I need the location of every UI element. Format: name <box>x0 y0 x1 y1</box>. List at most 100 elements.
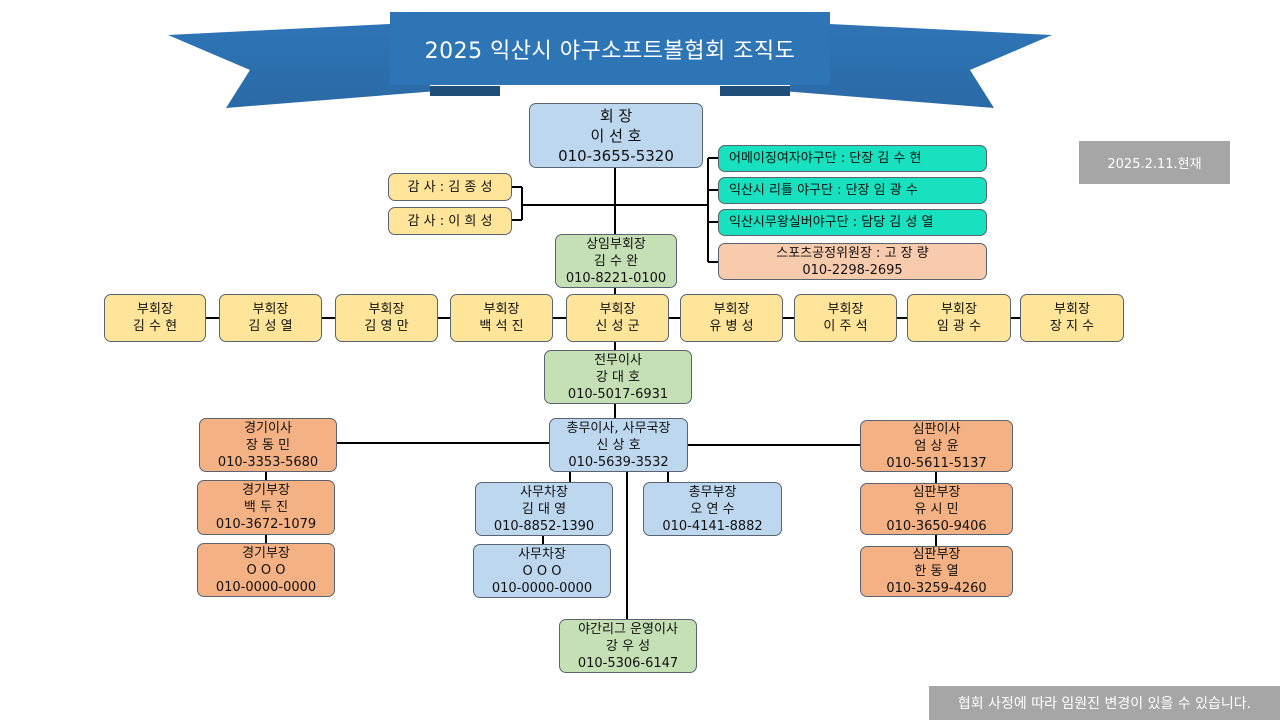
umpire-phone: 010-5611-5137 <box>886 455 987 471</box>
game-director-box: 경기이사 장 동 민 010-3353-5680 <box>199 418 337 472</box>
game-manager-box: 경기부장 백 두 진 010-3672-1079 <box>197 480 335 535</box>
office-name: 김 대 영 <box>521 501 567 517</box>
president-phone: 010-3655-5320 <box>558 146 674 165</box>
footer-note: 협회 사정에 따라 임원진 변경이 있을 수 있습니다. <box>929 686 1280 720</box>
umpire-name: 한 동 열 <box>914 564 959 579</box>
game-manager-box: 경기부장 O O O 010-0000-0000 <box>197 543 335 597</box>
vp-box: 부회장 유 병 성 <box>680 294 783 342</box>
team-box: 익산시무왕실버야구단 : 담당 김 성 열 <box>718 209 987 236</box>
senior-vp-name: 김 수 완 <box>593 253 639 269</box>
game-name: O O O <box>246 562 286 578</box>
banner-left-fold <box>430 86 500 96</box>
banner-right-fold <box>720 86 790 96</box>
vp-role: 부회장 <box>252 302 289 317</box>
vp-box: 부회장 김 영 만 <box>335 294 438 342</box>
auditor-label: 감 사 : 김 종 성 <box>407 179 493 195</box>
page-title: 2025 익산시 야구소프트볼협회 조직도 <box>424 38 796 64</box>
affairs-role: 총무부장 <box>688 484 737 500</box>
auditor-box: 감 사 : 이 희 성 <box>388 207 512 235</box>
vp-name: 임 광 수 <box>936 319 982 334</box>
vp-box: 부회장 백 석 진 <box>450 294 553 342</box>
affairs-phone: 010-4141-8882 <box>662 518 763 534</box>
umpire-phone: 010-3259-4260 <box>886 581 987 596</box>
vp-box: 부회장 장 지 수 <box>1020 294 1124 342</box>
banner-center <box>390 12 830 85</box>
vp-box: 부회장 신 성 군 <box>566 294 669 342</box>
fairness-committee-box: 스포츠공정위원장 : 고 장 량 010-2298-2695 <box>718 243 987 280</box>
vp-name: 김 수 현 <box>132 319 178 334</box>
office-phone: 010-8852-1390 <box>493 518 595 534</box>
umpire-manager-box: 심판부장 한 동 열 010-3259-4260 <box>860 546 1013 597</box>
fairness-phone: 010-2298-2695 <box>802 262 903 278</box>
team-label: 익산시무왕실버야구단 : 담당 김 성 열 <box>729 215 934 230</box>
game-role: 경기이사 <box>244 420 292 436</box>
affairs-name: 오 연 수 <box>690 501 735 517</box>
vp-role: 부회장 <box>713 302 750 317</box>
auditor-label: 감 사 : 이 희 성 <box>407 213 493 229</box>
vp-name: 유 병 성 <box>709 319 754 334</box>
team-box: 어메이징여자야구단 : 단장 김 수 현 <box>718 145 987 172</box>
senior-vp-box: 상임부회장 김 수 완 010-8221-0100 <box>555 234 677 288</box>
vp-name: 신 성 군 <box>595 319 640 334</box>
umpire-manager-box: 심판부장 유 시 민 010-3650-9406 <box>860 483 1013 535</box>
umpire-name: 엄 상 윤 <box>914 438 959 454</box>
vp-role: 부회장 <box>1054 302 1090 317</box>
umpire-role: 심판부장 <box>912 547 961 562</box>
executive-phone: 010-5017-6931 <box>567 386 669 402</box>
vp-name: 장 지 수 <box>1049 319 1095 334</box>
game-phone: 010-3353-5680 <box>217 454 319 470</box>
vp-role: 부회장 <box>941 302 977 317</box>
president-role: 회 장 <box>599 106 633 125</box>
umpire-director-box: 심판이사 엄 상 윤 010-5611-5137 <box>860 420 1013 472</box>
date-badge: 2025.2.11.현재 <box>1079 141 1230 184</box>
vp-box: 부회장 김 성 열 <box>219 294 322 342</box>
affairs-manager-box: 총무부장 오 연 수 010-4141-8882 <box>643 482 782 536</box>
general-name: 신 상 호 <box>596 437 641 453</box>
vp-box: 부회장 이 주 석 <box>794 294 897 342</box>
team-box: 익산시 리틀 야구단 : 단장 임 광 수 <box>718 177 987 204</box>
auditor-box: 감 사 : 김 종 성 <box>388 173 512 201</box>
vp-box: 부회장 김 수 현 <box>104 294 206 342</box>
game-phone: 010-3672-1079 <box>215 517 317 532</box>
game-role: 경기부장 <box>242 545 290 561</box>
office-phone: 010-0000-0000 <box>491 580 593 596</box>
vp-name: 이 주 석 <box>823 319 868 334</box>
night-league-box: 야간리그 운영이사 강 우 성 010-5306-6147 <box>559 619 697 673</box>
umpire-role: 심판부장 <box>912 484 961 500</box>
office-deputy-box: 사무차장 O O O 010-0000-0000 <box>473 544 611 598</box>
office-deputy-box: 사무차장 김 대 영 010-8852-1390 <box>475 482 613 536</box>
office-name: O O O <box>522 563 562 579</box>
senior-vp-phone: 010-8221-0100 <box>565 270 667 286</box>
umpire-phone: 010-3650-9406 <box>886 518 987 534</box>
night-name: 강 우 성 <box>605 638 651 654</box>
general-phone: 010-5639-3532 <box>568 454 669 470</box>
game-name: 백 두 진 <box>243 500 289 515</box>
vp-name: 백 석 진 <box>479 319 524 334</box>
vp-role: 부회장 <box>599 302 636 317</box>
vp-name: 김 영 만 <box>364 319 409 334</box>
fairness-role: 스포츠공정위원장 : 고 장 량 <box>776 245 929 261</box>
game-phone: 010-0000-0000 <box>215 579 317 595</box>
night-phone: 010-5306-6147 <box>577 655 679 671</box>
vp-role: 부회장 <box>137 302 173 317</box>
team-label: 익산시 리틀 야구단 : 단장 임 광 수 <box>729 183 918 198</box>
night-role: 야간리그 운영이사 <box>578 621 678 637</box>
executive-name: 강 대 호 <box>595 369 641 385</box>
president-box: 회 장 이 선 호 010-3655-5320 <box>529 103 703 168</box>
umpire-name: 유 시 민 <box>914 501 959 517</box>
president-name: 이 선 호 <box>590 126 642 145</box>
vp-role: 부회장 <box>368 302 405 317</box>
general-role: 총무이사, 사무국장 <box>566 420 671 436</box>
office-role: 사무차장 <box>518 546 566 562</box>
vp-role: 부회장 <box>483 302 520 317</box>
executive-role: 전무이사 <box>594 352 642 368</box>
executive-director-box: 전무이사 강 대 호 010-5017-6931 <box>544 350 692 404</box>
senior-vp-role: 상임부회장 <box>586 236 646 252</box>
game-name: 장 동 민 <box>245 437 291 453</box>
office-role: 사무차장 <box>520 484 568 500</box>
vp-role: 부회장 <box>827 302 864 317</box>
general-affairs-box: 총무이사, 사무국장 신 상 호 010-5639-3532 <box>549 418 688 472</box>
umpire-role: 심판이사 <box>912 421 961 437</box>
vp-name: 김 성 열 <box>248 319 293 334</box>
